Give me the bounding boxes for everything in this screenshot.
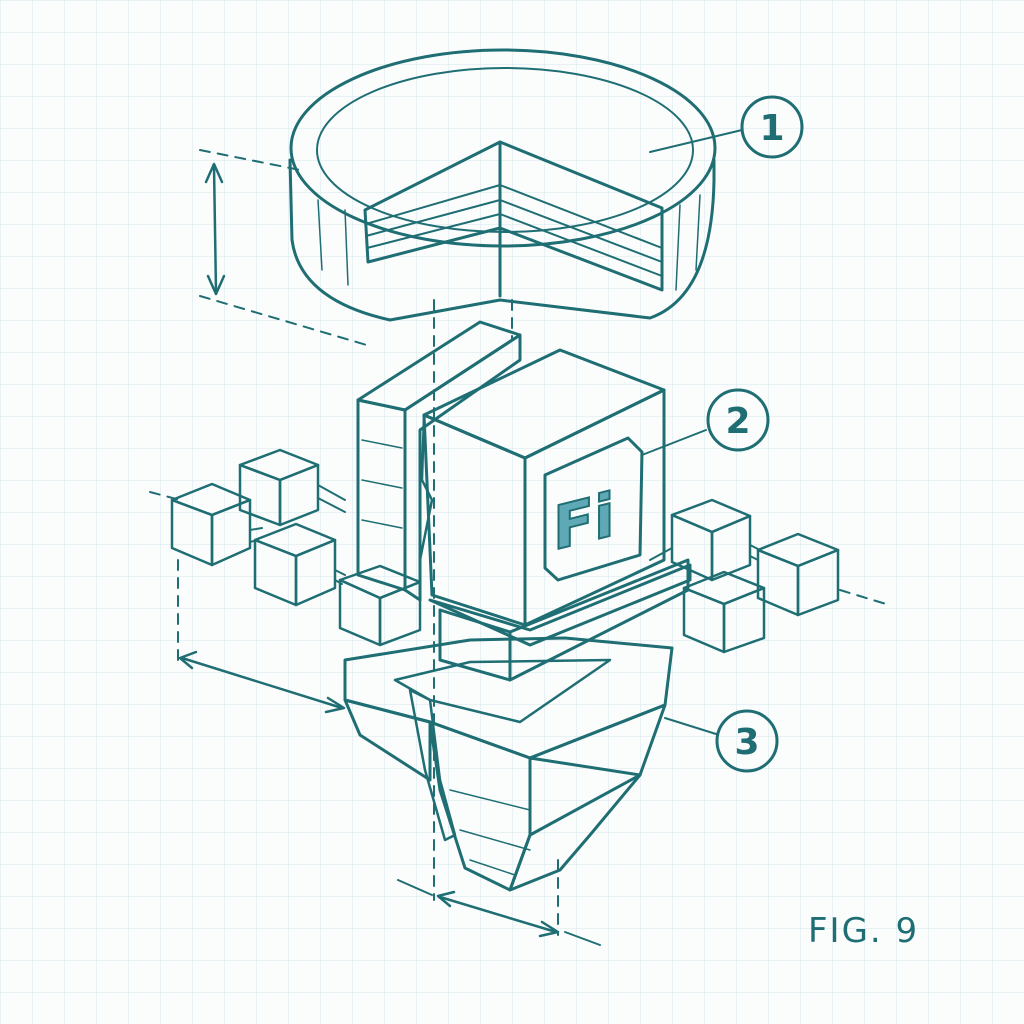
part-3-funnel-base xyxy=(343,636,674,892)
dimension-left-width xyxy=(177,559,346,714)
dimension-bottom-width xyxy=(397,879,601,946)
center-lines xyxy=(433,299,559,936)
callout-1: 1 xyxy=(649,95,804,159)
right-cube-chain xyxy=(649,498,887,654)
part-1-cylinder-cap xyxy=(288,48,717,322)
figure-label: FIG. 9 xyxy=(808,911,919,951)
callout-1-label: 1 xyxy=(759,108,784,149)
logo-text: Fi xyxy=(553,480,615,565)
dimension-cap-height xyxy=(199,149,371,347)
callout-3-label: 3 xyxy=(734,722,759,763)
part-2-core-assembly: Fi xyxy=(356,320,692,682)
callout-2: 2 xyxy=(641,388,770,456)
callout-3: 3 xyxy=(664,709,779,773)
left-cube-chain xyxy=(149,448,422,647)
callout-2-label: 2 xyxy=(725,401,750,442)
